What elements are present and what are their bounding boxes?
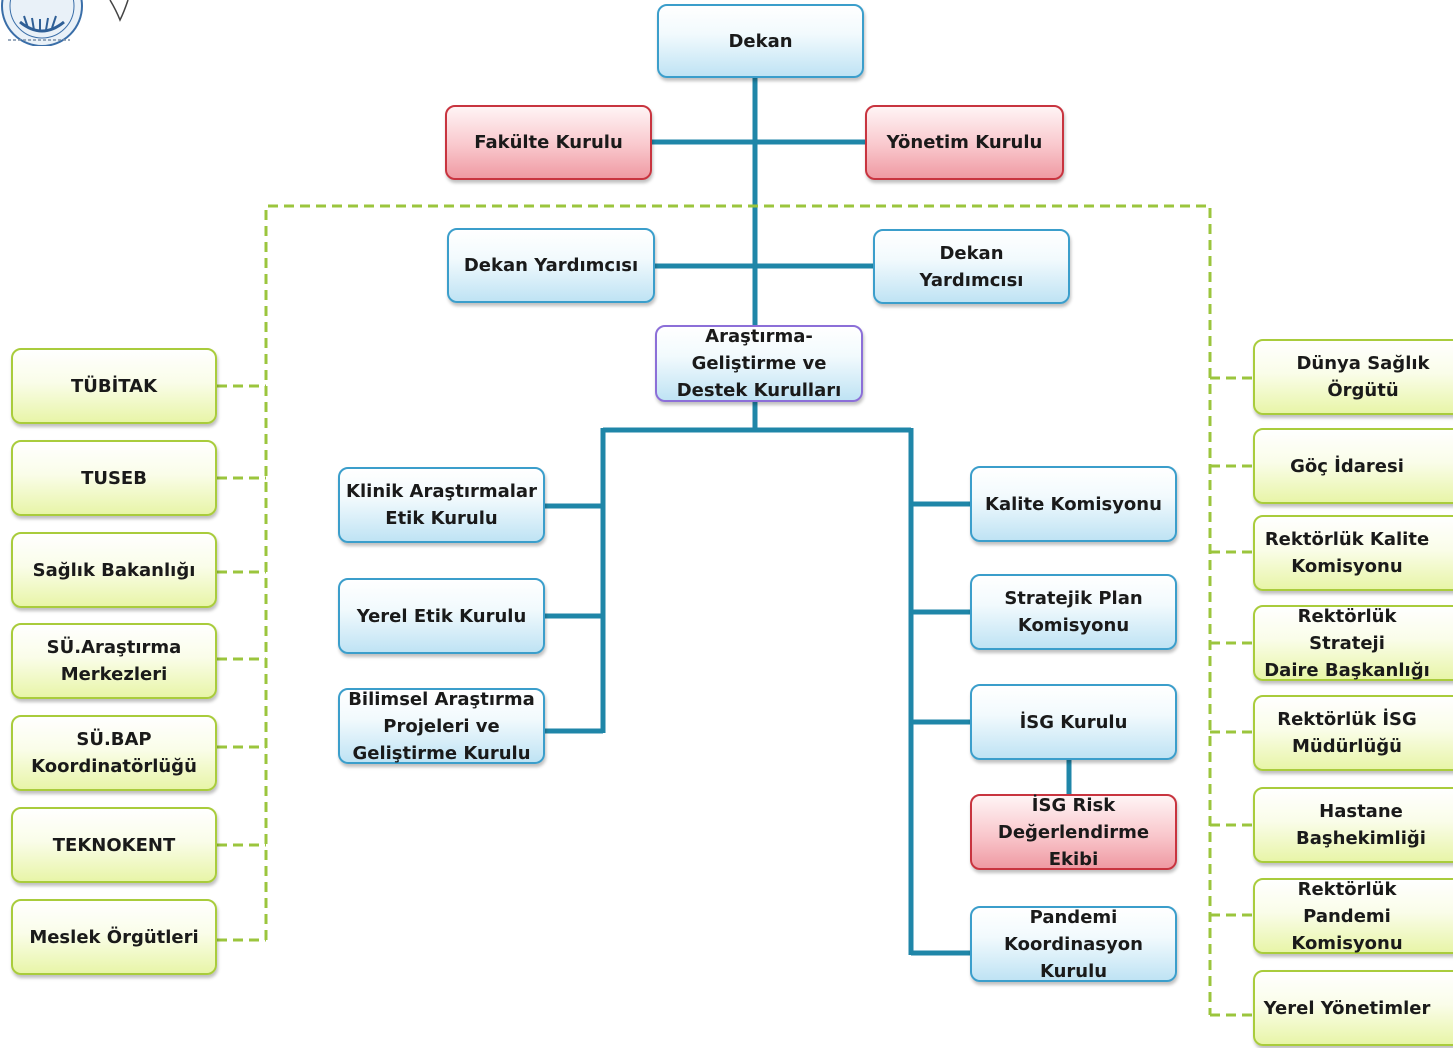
fakulte-kurulu-box: Fakülte Kurulu <box>445 105 652 180</box>
external-teknokent-box: TEKNOKENT <box>11 807 217 883</box>
dekan-yardimcisi-left-box: Dekan Yardımcısı <box>447 228 655 303</box>
external-who-box: Dünya Sağlık Örgütü <box>1253 339 1453 415</box>
stratejik-plan-box: Stratejik Plan Komisyonu <box>970 574 1177 650</box>
isg-kurulu-box: İSG Kurulu <box>970 684 1177 760</box>
isg-risk-box: İSG Risk Değerlendirme Ekibi <box>970 794 1177 870</box>
klinik-arastirmalar-box: Klinik Araştırmalar Etik Kurulu <box>338 467 545 543</box>
external-tubitak-box: TÜBİTAK <box>11 348 217 424</box>
external-meslek-orgutleri-box: Meslek Örgütleri <box>11 899 217 975</box>
university-logo <box>1 0 129 46</box>
external-goc-idaresi-box: Göç İdaresi <box>1253 428 1453 504</box>
external-hastane-bashekimligi-box: Hastane Başhekimliği <box>1253 787 1453 863</box>
external-rektorluk-pandemi-box: Rektörlük Pandemi Komisyonu <box>1253 878 1453 954</box>
external-rektorluk-isg-box: Rektörlük İSG Müdürlüğü <box>1253 695 1453 771</box>
dekan-yardimcisi-right-box: Dekan Yardımcısı <box>873 229 1070 304</box>
arastirma-gelistirme-box: Araştırma- Geliştirme ve Destek Kurullar… <box>655 325 863 402</box>
yerel-etik-kurulu-box: Yerel Etik Kurulu <box>338 578 545 654</box>
external-rektorluk-strateji-box: Rektörlük Strateji Daire Başkanlığı <box>1253 605 1453 681</box>
dekan-box: Dekan <box>657 4 864 78</box>
pandemi-koordinasyon-box: Pandemi Koordinasyon Kurulu <box>970 906 1177 982</box>
external-yerel-yonetimler-box: Yerel Yönetimler <box>1253 970 1453 1046</box>
kalite-komisyonu-box: Kalite Komisyonu <box>970 466 1177 542</box>
external-tuseb-box: TUSEB <box>11 440 217 516</box>
external-su-arastirma-box: SÜ.Araştırma Merkezleri <box>11 623 217 699</box>
external-su-bap-box: SÜ.BAP Koordinatörlüğü <box>11 715 217 791</box>
bilimsel-arastirma-box: Bilimsel Araştırma Projeleri ve Geliştir… <box>338 688 545 764</box>
yonetim-kurulu-box: Yönetim Kurulu <box>865 105 1064 180</box>
external-rektorluk-kalite-box: Rektörlük Kalite Komisyonu <box>1253 515 1453 591</box>
external-saglik-bakanligi-box: Sağlık Bakanlığı <box>11 532 217 608</box>
